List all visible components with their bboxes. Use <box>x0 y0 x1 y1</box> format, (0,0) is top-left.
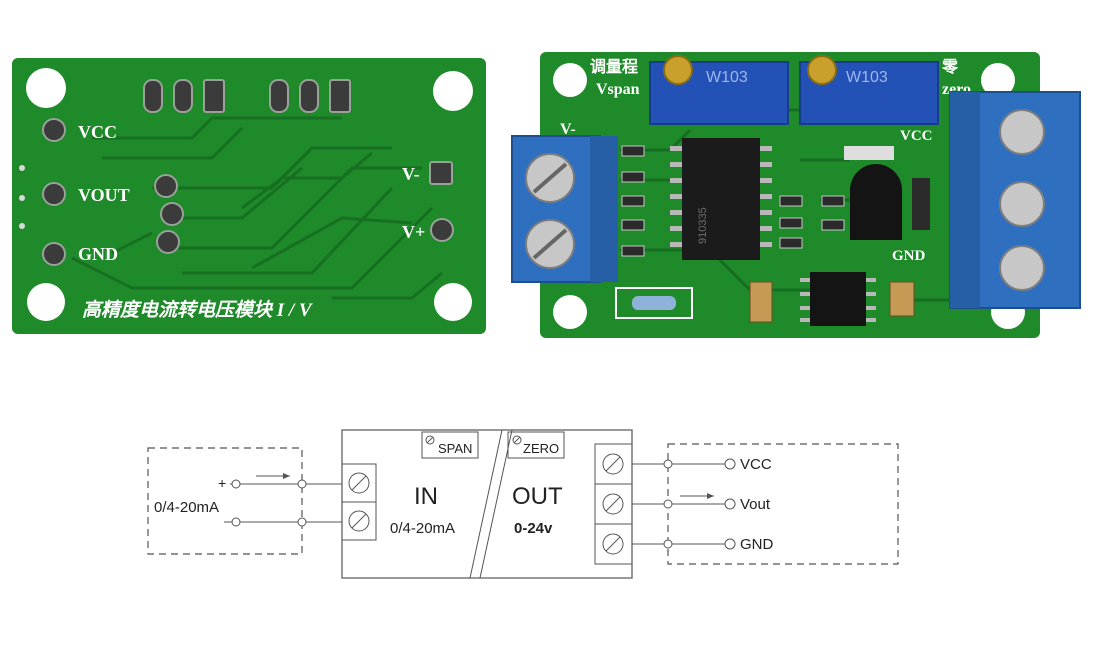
module-outline <box>341 429 633 579</box>
span-adjust[interactable]: SPAN <box>421 431 479 459</box>
board-title: 高精度电流转电压模块 I / V <box>82 299 313 321</box>
input-terminal-block[interactable] <box>511 135 618 283</box>
output-vout-label: Vout <box>740 496 771 513</box>
output-gnd-label: GND <box>740 536 774 553</box>
vminus-label: V- <box>560 121 576 138</box>
pot2-label: W103 <box>846 69 888 86</box>
zero-potentiometer[interactable]: W103 <box>799 55 939 125</box>
source-current-label: 0/4-20mA <box>154 499 219 516</box>
pcb-front-board: W103 W103 调量程 Vspan 零 zero V- VCC GND 91… <box>511 52 1081 338</box>
current-source-box <box>147 447 303 555</box>
zero-adjust-label: ZERO <box>523 441 559 456</box>
pcb-back-board: VCC VOUT GND V- V+ 高精度电流转电压模块 I / V <box>12 58 486 334</box>
label-vplus: V+ <box>402 222 425 242</box>
wiring-diagram: 0/4-20mA + SPAN ZERO IN 0/4-20mA OUT 0-2… <box>147 429 899 579</box>
zero-cn-label: 零 <box>941 58 959 76</box>
span-potentiometer[interactable]: W103 <box>649 55 789 125</box>
output-terminal-block[interactable] <box>949 91 1081 309</box>
span-cn-label: 调量程 <box>590 58 638 76</box>
label-gnd: GND <box>78 244 118 264</box>
output-vcc-label: VCC <box>740 456 772 473</box>
label-vout: VOUT <box>78 185 130 205</box>
chip-marking: 910335 <box>697 207 709 244</box>
span-label: SPAN <box>438 441 472 456</box>
out-range-label: 0-24v <box>514 520 553 537</box>
svg-text:+: + <box>218 475 226 491</box>
regulator <box>850 164 902 240</box>
vcc-label: VCC <box>900 128 933 144</box>
in-range-label: 0/4-20mA <box>390 520 455 537</box>
label-vminus: V- <box>402 164 420 184</box>
pot1-label: W103 <box>706 69 748 86</box>
vspan-label: Vspan <box>596 81 640 98</box>
label-vcc: VCC <box>78 122 117 142</box>
op-amp-chip <box>682 138 760 260</box>
zero-adjust[interactable]: ZERO <box>507 431 565 459</box>
in-label: IN <box>414 483 438 510</box>
out-label: OUT <box>512 483 563 510</box>
gnd-label: GND <box>892 248 926 264</box>
